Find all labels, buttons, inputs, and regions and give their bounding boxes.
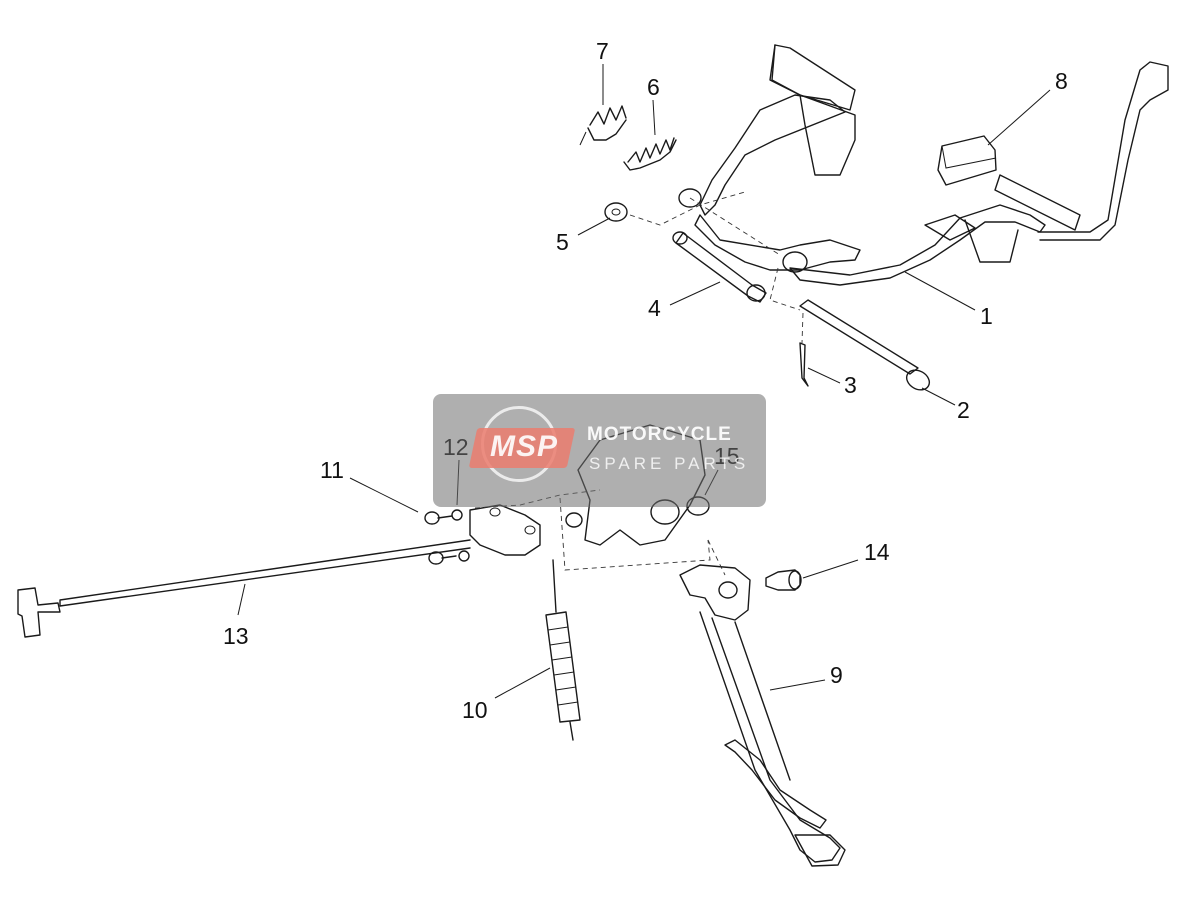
spring-part-7 [579,105,627,146]
callout-6: 6 [647,74,660,100]
spring-part-6 [623,137,677,171]
callout-4: 4 [648,295,661,321]
watermark-subtitle: SPARE PARTS [589,454,750,473]
callout-7: 7 [596,38,609,64]
spacer-tube-part [672,231,767,303]
assembly-guide-lines [474,191,804,576]
washer-part-5 [604,202,628,222]
stand-bolt-part [765,569,802,591]
washer-part-12 [451,509,470,562]
callout-14: 14 [864,539,890,565]
watermark-title: MOTORCYCLE [587,424,732,445]
screw-part-11 [424,511,457,565]
callout-1: 1 [980,303,993,329]
callout-2: 2 [957,397,970,423]
cotter-pin-part [799,342,809,387]
callout-10: 10 [462,697,488,723]
msp-watermark: MSP MOTORCYCLE SPARE PARTS [433,394,766,507]
callout-labels: 1 2 3 4 5 6 7 8 9 10 11 12 13 14 15 [223,38,1068,723]
callout-9: 9 [830,662,843,688]
side-stand-part [679,564,846,867]
rubber-buffer-part [937,135,997,186]
callout-13: 13 [223,623,249,649]
side-stand-switch-part [17,504,541,638]
callout-8: 8 [1055,68,1068,94]
center-stand-part [678,44,1169,286]
callout-5: 5 [556,229,569,255]
stand-pin-part [799,299,931,391]
watermark-logo-text: MSP [489,430,558,463]
spring-part-10 [545,559,581,741]
callout-11: 11 [320,457,344,483]
callout-3: 3 [844,372,857,398]
leader-lines [237,64,1051,699]
